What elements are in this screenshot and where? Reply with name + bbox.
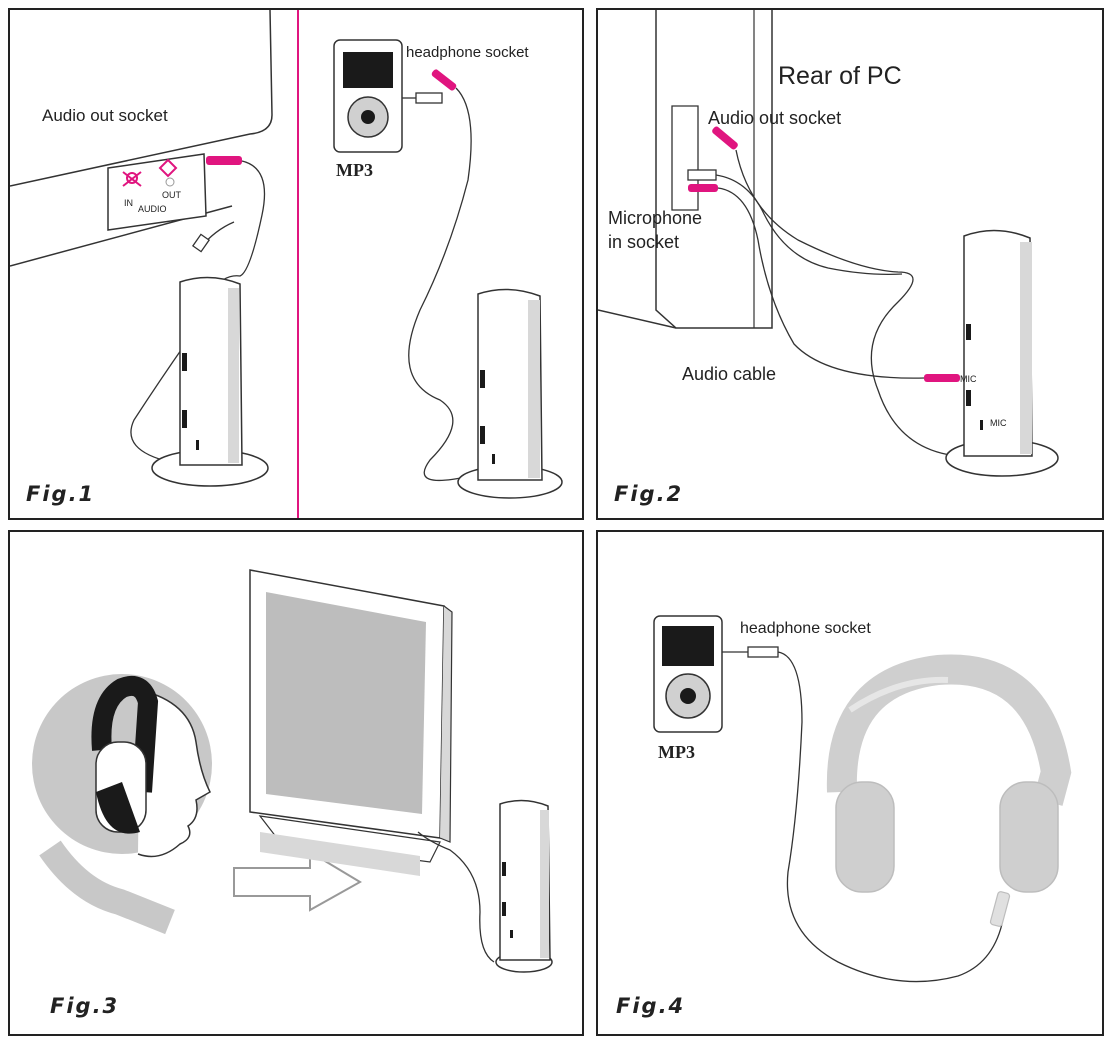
audio-out-diamond-icon <box>158 158 178 178</box>
socket-in-label: IN <box>124 198 133 208</box>
fig4-panel: headphone socket MP3 Fig.4 <box>596 530 1104 1036</box>
fig3-caption: Fig.3 <box>50 994 120 1018</box>
socket-out-label: OUT <box>162 190 181 200</box>
fig2-pink-plug-top <box>712 126 738 150</box>
pc-tower <box>598 10 773 329</box>
mic-label-1: MIC <box>960 374 977 384</box>
tv-screen <box>266 592 426 814</box>
fig4-caption: Fig.4 <box>616 994 686 1018</box>
headphones-icon <box>826 654 1072 927</box>
pink-audio-plug <box>206 156 242 165</box>
microphone-label-line1: Microphone <box>608 208 703 228</box>
audio-socket-panel <box>107 153 207 231</box>
socket-audio-label: AUDIO <box>138 204 167 214</box>
audio-out-socket-icon <box>165 177 175 187</box>
pc-case-edge <box>10 10 273 187</box>
headphone-socket-label: headphone socket <box>406 44 529 61</box>
fig2-transmitter <box>945 229 1059 477</box>
fig3-cable <box>417 831 495 963</box>
audio-cable-label: Audio cable <box>682 364 777 384</box>
fig2-audio-out-socket-label: Audio out socket <box>708 108 842 128</box>
fig3-transmitter <box>495 799 553 973</box>
fig3-panel: Fig.3 <box>8 530 584 1036</box>
fig1-mp3-plug <box>415 92 443 104</box>
fig4-headphone-cable <box>777 651 1003 983</box>
fig2-caption: Fig.2 <box>614 482 684 506</box>
fig1-right-cable <box>408 87 472 482</box>
audio-out-socket-label: Audio out socket <box>42 106 168 125</box>
microphone-label-line2: in socket <box>608 232 680 252</box>
fig1-panel: Audio out socket headphone socket MP3 IN… <box>8 8 584 520</box>
mp3-label: MP3 <box>336 160 373 180</box>
fig1-pink-plug <box>431 69 457 91</box>
pc-rear-port-panel <box>671 105 699 211</box>
arrow-right-icon <box>233 850 362 912</box>
fig2-cable-mic <box>717 187 925 379</box>
fig1-spare-plug <box>191 233 211 253</box>
person-headphones <box>91 675 159 834</box>
fig2-panel: Rear of PC Audio out socket Microphone i… <box>596 8 1104 520</box>
fig1-caption: Fig.1 <box>26 482 96 506</box>
fig1-mp3-player <box>333 39 403 153</box>
mp3-screen <box>343 52 393 88</box>
fig2-audio-out-plug <box>687 169 717 181</box>
fig4-illustration <box>653 615 1072 983</box>
mic-in-socket-icon <box>126 172 138 184</box>
fig1-transmitter-left <box>151 276 269 487</box>
fig2-illustration <box>598 10 1059 477</box>
fig1-illustration <box>10 10 563 518</box>
mic-label-2: MIC <box>990 418 1007 428</box>
fig4-mp3-player <box>653 615 723 733</box>
fig2-cable-audio-out <box>735 149 959 457</box>
fig4-mp3-label: MP3 <box>658 742 695 762</box>
tv-monitor <box>249 569 453 876</box>
fig4-headphone-plug <box>747 646 779 658</box>
mic-in-cross-icon <box>122 171 142 187</box>
fig2-mic-plug <box>688 184 718 192</box>
fig3-illustration <box>32 569 553 973</box>
fig4-headphone-socket-label: headphone socket <box>740 620 871 637</box>
fig2-mic-transmitter-plug <box>924 374 960 382</box>
rear-of-pc-label: Rear of PC <box>778 62 902 90</box>
fig1-transmitter-right <box>457 288 563 499</box>
fig4-mp3-screen <box>662 626 714 666</box>
